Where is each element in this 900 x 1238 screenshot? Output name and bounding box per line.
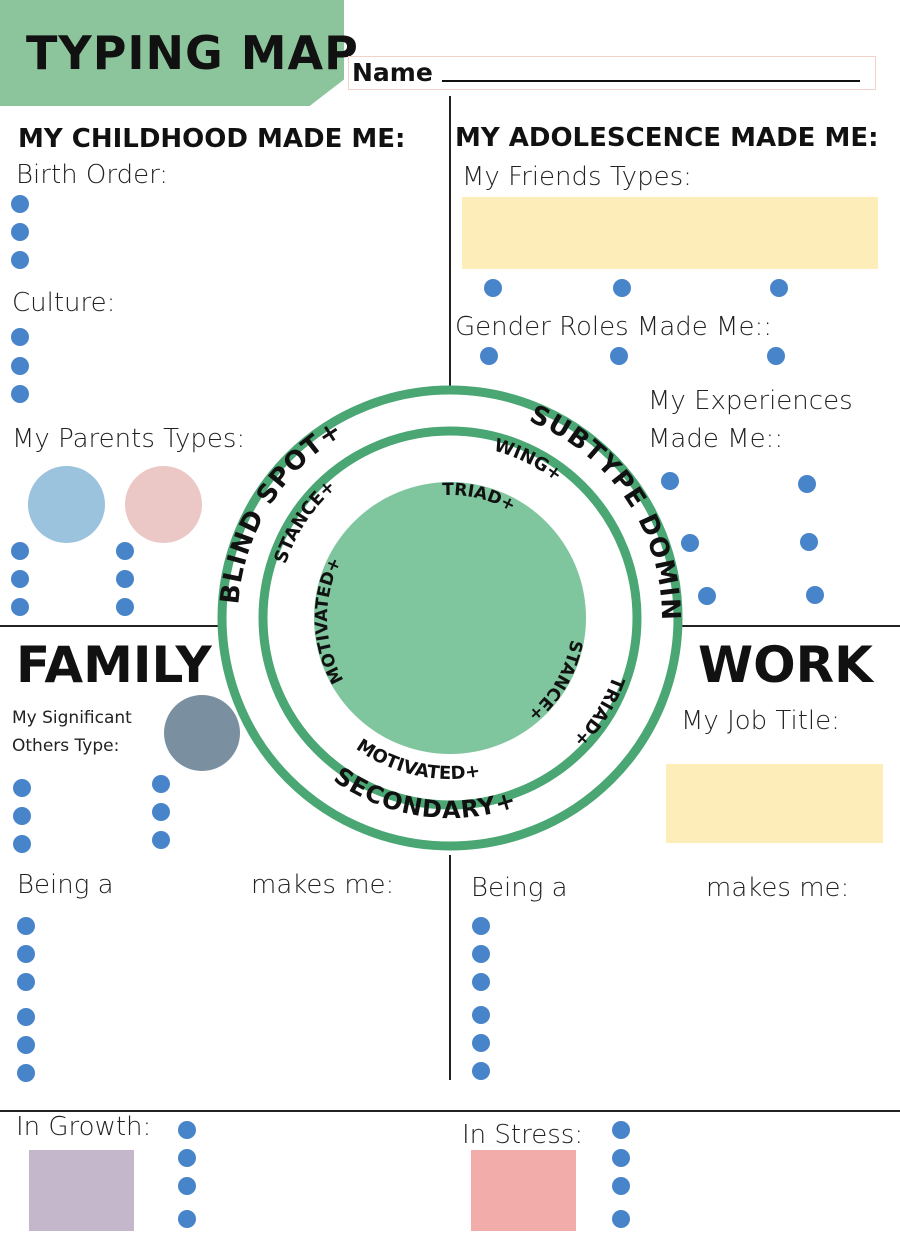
bullet-dot [472,1062,490,1080]
work-heading: WORK [698,636,873,694]
divider-footer [0,1110,900,1112]
bullet-dot [472,945,490,963]
bullet-dot [612,1210,630,1228]
experiences-label-line1: My Experiences [648,386,853,416]
bullet-dot [11,385,29,403]
culture-label: Culture: [12,288,116,318]
gender-roles-label: Gender Roles Made Me:: [455,312,772,342]
bullet-dot [612,1121,630,1139]
parent-2-circle [125,466,202,543]
parent-1-circle [28,466,105,543]
adolescence-heading: MY ADOLESCENCE MADE ME: [455,123,879,153]
bullet-dot [116,598,134,616]
bullet-dot [806,586,824,604]
bullet-dot [178,1210,196,1228]
family-makes-me-label: makes me: [251,870,395,900]
divider-left-horizontal [0,625,222,627]
bullet-dot [612,1149,630,1167]
bullet-dot [17,945,35,963]
bullet-dot [152,775,170,793]
bullet-dot [17,1036,35,1054]
parents-label: My Parents Types: [12,424,246,454]
work-makes-me-label: makes me: [706,873,850,903]
bullet-dot [11,542,29,560]
bullet-dot [472,917,490,935]
bullet-dot [13,779,31,797]
divider-right-horizontal [680,625,900,627]
bullet-dot [11,357,29,375]
childhood-heading: MY CHILDHOOD MADE ME: [18,124,406,154]
bullet-dot [13,835,31,853]
stress-label: In Stress: [462,1120,584,1150]
bullet-dot [610,347,628,365]
significant-label-line1: My Significant [12,708,132,728]
friends-label: My Friends Types: [462,162,692,192]
divider-bottom-vertical [449,855,451,1080]
family-being-a-label: Being a [17,870,114,900]
bullet-dot [17,1064,35,1082]
divider-top-vertical [449,96,451,386]
bullet-dot [480,347,498,365]
bullet-dot [612,1177,630,1195]
bullet-dot [11,195,29,213]
stress-box[interactable] [471,1150,576,1231]
bullet-dot [116,570,134,588]
growth-label: In Growth: [16,1112,152,1142]
page-title: TYPING MAP [26,26,359,80]
experiences-label-line2: Made Me:: [648,424,784,454]
bullet-dot [472,973,490,991]
bullet-dot [17,973,35,991]
bullet-dot [11,251,29,269]
bullet-dot [472,1034,490,1052]
bullet-dot [11,598,29,616]
bullet-dot [798,475,816,493]
name-field-box[interactable] [348,56,876,90]
center-circle [314,482,586,754]
bullet-dot [116,542,134,560]
work-being-a-label: Being a [471,873,568,903]
friends-types-box[interactable] [462,197,878,269]
family-heading: FAMILY [16,636,212,694]
title-banner [0,0,344,106]
bullet-dot [767,347,785,365]
bullet-dot [152,831,170,849]
birth-order-label: Birth Order: [16,160,169,190]
bullet-dot [11,570,29,588]
bullet-dot [472,1006,490,1024]
growth-box[interactable] [29,1150,134,1231]
bullet-dot [11,223,29,241]
type-ring-diagram: BLIND SPOT+ SUBTYPE DOMINANT+ SECONDARY+… [215,383,684,851]
bullet-dot [661,472,679,490]
job-title-box[interactable] [666,764,883,843]
bullet-dot [613,279,631,297]
job-title-label: My Job Title: [681,706,840,736]
bullet-dot [800,533,818,551]
bullet-dot [484,279,502,297]
significant-label-line2: Others Type: [12,736,120,756]
bullet-dot [178,1177,196,1195]
bullet-dot [17,1008,35,1026]
bullet-dot [178,1149,196,1167]
bullet-dot [152,803,170,821]
bullet-dot [698,587,716,605]
bullet-dot [178,1121,196,1139]
bullet-dot [681,534,699,552]
bullet-dot [13,807,31,825]
bullet-dot [17,917,35,935]
bullet-dot [770,279,788,297]
bullet-dot [11,328,29,346]
significant-other-circle [164,695,240,771]
name-input-line[interactable] [442,80,860,82]
name-label: Name [352,58,433,87]
